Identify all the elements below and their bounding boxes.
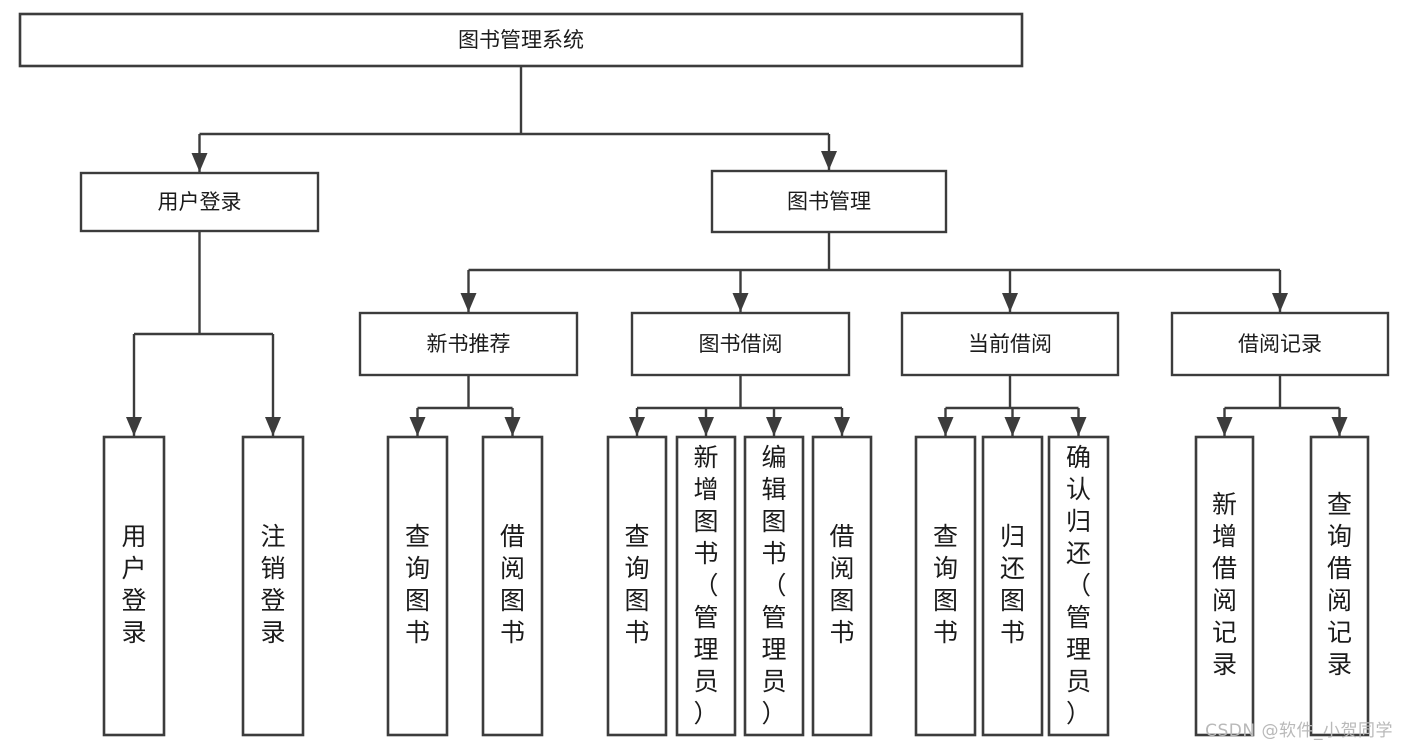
node-leaf-borrow-book-1[interactable]: 借阅图书	[481, 435, 544, 737]
node-leaf-add-book-box[interactable]	[675, 435, 737, 737]
node-current-borrow-box[interactable]	[900, 311, 1120, 377]
node-leaf-edit-book-label: 编辑图书（管理员）	[761, 443, 786, 728]
node-book-manage-box[interactable]	[710, 169, 948, 234]
arrow-head-icon	[1216, 417, 1233, 436]
node-new-book-recommend-box[interactable]	[358, 311, 579, 377]
node-current-borrow[interactable]: 当前借阅	[900, 311, 1120, 377]
arrow-head-icon	[1004, 417, 1021, 436]
arrow-head-icon	[460, 293, 477, 312]
node-leaf-borrow-book-2-label: 借阅图书	[829, 522, 854, 647]
node-leaf-add-book-label: 新增图书（管理员）	[693, 443, 718, 728]
connector-layer	[126, 66, 1348, 436]
arrow-head-icon	[629, 417, 645, 436]
node-leaf-query-book-2-label: 查询图书	[624, 522, 649, 647]
node-leaf-query-book-1-label: 查询图书	[405, 522, 430, 647]
node-leaf-edit-book[interactable]: 编辑图书（管理员）	[743, 435, 805, 737]
node-leaf-query-record-label: 查询借阅记录	[1327, 490, 1352, 679]
node-new-book-recommend[interactable]: 新书推荐	[358, 311, 579, 377]
node-leaf-edit-book-box[interactable]	[743, 435, 805, 737]
arrow-head-icon	[698, 417, 714, 436]
node-borrow-record-box[interactable]	[1170, 311, 1390, 377]
node-leaf-return-book-box[interactable]	[981, 435, 1044, 737]
node-leaf-user-login-box[interactable]	[102, 435, 166, 737]
node-leaf-logout[interactable]: 注销登录	[241, 435, 305, 737]
arrow-head-icon	[504, 417, 521, 436]
node-root-label: 图书管理系统	[458, 28, 584, 52]
node-new-book-recommend-label: 新书推荐	[427, 332, 511, 356]
node-leaf-add-record[interactable]: 新增借阅记录	[1194, 435, 1255, 737]
node-user-login[interactable]: 用户登录	[79, 171, 320, 233]
node-leaf-query-record[interactable]: 查询借阅记录	[1309, 435, 1370, 737]
node-leaf-user-login[interactable]: 用户登录	[102, 435, 166, 737]
node-book-manage[interactable]: 图书管理	[710, 169, 948, 234]
arrow-head-icon	[409, 417, 426, 436]
csdn-watermark: CSDN @软件_小贺同学	[1205, 721, 1393, 741]
node-leaf-query-book-3[interactable]: 查询图书	[914, 435, 977, 737]
node-book-manage-label: 图书管理	[787, 190, 871, 214]
node-leaf-query-book-2[interactable]: 查询图书	[606, 435, 668, 737]
node-book-borrow-label: 图书借阅	[699, 332, 783, 356]
node-leaf-query-book-2-box[interactable]	[606, 435, 668, 737]
arrow-head-icon	[1002, 293, 1018, 312]
arrow-head-icon	[732, 293, 749, 312]
node-leaf-query-record-box[interactable]	[1309, 435, 1370, 737]
node-book-borrow-box[interactable]	[630, 311, 851, 377]
node-leaf-borrow-book-1-label: 借阅图书	[500, 522, 525, 647]
node-borrow-record[interactable]: 借阅记录	[1170, 311, 1390, 377]
arrow-head-icon	[937, 417, 954, 436]
node-current-borrow-label: 当前借阅	[968, 332, 1052, 356]
arrow-head-icon	[126, 417, 142, 436]
arrow-head-icon	[265, 417, 281, 436]
node-root-box[interactable]	[18, 12, 1024, 68]
node-leaf-query-book-1-box[interactable]	[386, 435, 449, 737]
arrow-head-icon	[191, 153, 208, 172]
node-user-login-label: 用户登录	[158, 190, 242, 214]
node-leaf-add-record-box[interactable]	[1194, 435, 1255, 737]
node-layer: 图书管理系统用户登录图书管理新书推荐图书借阅当前借阅借阅记录用户登录注销登录查询…	[18, 12, 1390, 737]
arrow-head-icon	[821, 151, 837, 170]
node-borrow-record-label: 借阅记录	[1238, 332, 1322, 356]
node-leaf-borrow-book-1-box[interactable]	[481, 435, 544, 737]
node-leaf-query-book-3-label: 查询图书	[933, 522, 958, 647]
node-leaf-return-book-label: 归还图书	[1000, 522, 1025, 647]
arrow-head-icon	[766, 417, 782, 436]
node-leaf-add-book[interactable]: 新增图书（管理员）	[675, 435, 737, 737]
arrow-head-icon	[1331, 417, 1348, 436]
node-leaf-confirm-return-box[interactable]	[1047, 435, 1110, 737]
node-leaf-borrow-book-2[interactable]: 借阅图书	[811, 435, 873, 737]
node-leaf-borrow-book-2-box[interactable]	[811, 435, 873, 737]
arrow-head-icon	[834, 417, 850, 436]
node-root[interactable]: 图书管理系统	[18, 12, 1024, 68]
node-leaf-logout-box[interactable]	[241, 435, 305, 737]
node-leaf-query-book-3-box[interactable]	[914, 435, 977, 737]
node-leaf-query-book-1[interactable]: 查询图书	[386, 435, 449, 737]
node-leaf-user-login-label: 用户登录	[121, 522, 146, 647]
arrow-head-icon	[1070, 417, 1087, 436]
node-user-login-box[interactable]	[79, 171, 320, 233]
node-leaf-logout-label: 注销登录	[260, 522, 285, 647]
node-leaf-add-record-label: 新增借阅记录	[1212, 490, 1237, 679]
arrow-head-icon	[1272, 293, 1288, 312]
node-leaf-confirm-return[interactable]: 确认归还（管理员）	[1047, 435, 1110, 737]
node-leaf-confirm-return-label: 确认归还（管理员）	[1066, 443, 1091, 728]
node-leaf-return-book[interactable]: 归还图书	[981, 435, 1044, 737]
node-book-borrow[interactable]: 图书借阅	[630, 311, 851, 377]
